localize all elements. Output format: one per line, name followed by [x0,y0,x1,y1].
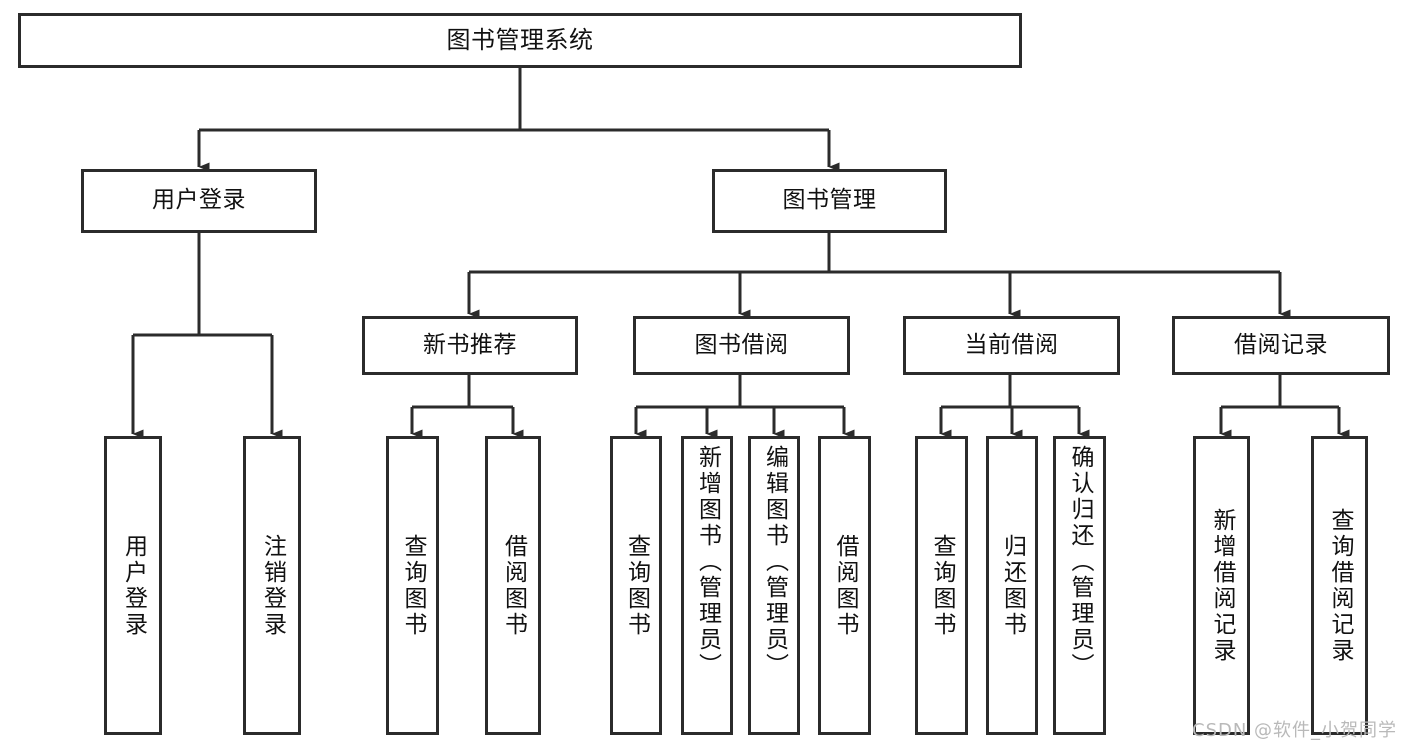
node-query-borrow-record[interactable]: 查询借阅记录 [1311,436,1368,735]
node-label: 归还图书 [999,533,1026,638]
node-label: 新增借阅记录 [1209,507,1235,664]
node-label: 查询图书 [623,533,650,638]
node-new-book-recommend[interactable]: 新书推荐 [362,316,578,375]
node-return-book[interactable]: 归还图书 [986,436,1038,735]
node-label: 图书管理系统 [446,26,594,55]
node-label: 查询图书 [400,533,426,638]
node-label: 用户登录 [152,187,246,214]
node-label: 当前借阅 [964,331,1059,358]
csdn-watermark: CSDN @软件_小贺同学 [1192,720,1398,741]
node-logout-leaf[interactable]: 注销登录 [243,436,301,735]
node-borrow-book-recommend[interactable]: 借阅图书 [485,436,541,735]
node-book-management-system[interactable]: 图书管理系统 [18,13,1022,68]
node-user-login[interactable]: 用户登录 [81,169,317,233]
node-book-management[interactable]: 图书管理 [712,169,947,233]
node-label: 借阅记录 [1234,331,1328,358]
node-query-book-recommend[interactable]: 查询图书 [386,436,439,735]
node-label: 编辑图书（管理员） [761,445,788,679]
node-book-borrow[interactable]: 图书借阅 [633,316,850,375]
node-label: 查询借阅记录 [1327,507,1353,664]
node-label: 用户登录 [120,533,147,638]
node-label: 新增图书（管理员） [694,445,721,679]
node-edit-book-admin[interactable]: 编辑图书（管理员） [748,436,800,735]
node-label: 图书借阅 [694,331,789,358]
node-query-book-current[interactable]: 查询图书 [915,436,968,735]
node-label: 借阅图书 [832,533,858,638]
node-label: 图书管理 [782,187,877,214]
node-label: 查询图书 [929,533,955,638]
node-borrow-record[interactable]: 借阅记录 [1172,316,1390,375]
node-label: 确认归还（管理员） [1067,445,1093,679]
node-label: 注销登录 [259,533,286,638]
node-label: 新书推荐 [423,331,517,358]
node-user-login-leaf[interactable]: 用户登录 [104,436,162,735]
node-add-borrow-record[interactable]: 新增借阅记录 [1193,436,1250,735]
node-current-borrow[interactable]: 当前借阅 [903,316,1120,375]
node-label: 借阅图书 [500,533,527,638]
node-query-book-borrow[interactable]: 查询图书 [610,436,662,735]
node-add-book-admin[interactable]: 新增图书（管理员） [681,436,733,735]
node-borrow-book-borrow[interactable]: 借阅图书 [818,436,871,735]
node-confirm-return-admin[interactable]: 确认归还（管理员） [1053,436,1106,735]
